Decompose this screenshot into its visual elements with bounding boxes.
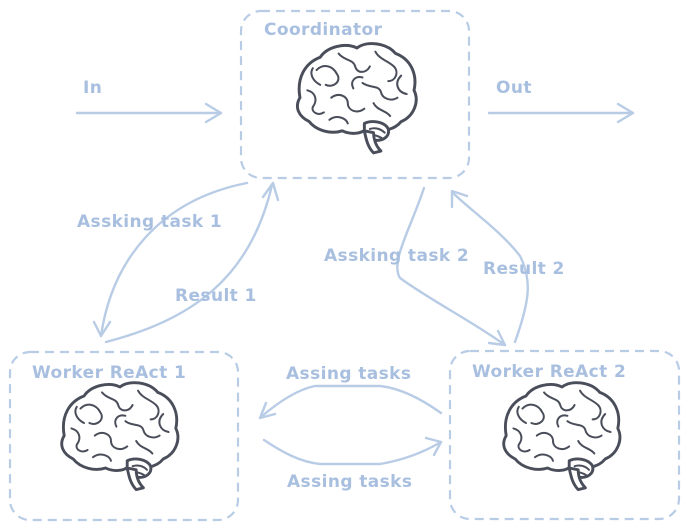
assign-to-worker2-arrow [262, 436, 443, 466]
worker2-node: Worker ReAct 2 [448, 349, 681, 521]
ask-task-1-label: Assking task 1 [77, 212, 222, 232]
result-2-arrow [450, 189, 529, 344]
worker1-box [8, 350, 240, 522]
coordinator-box [239, 9, 471, 180]
coordinator-node: Coordinator [239, 9, 471, 180]
coordinator-title: Coordinator [264, 20, 383, 40]
result-1-arrow [104, 181, 280, 344]
result-2-label: Result 2 [483, 259, 565, 279]
assign-to-worker1-label: Assing tasks [286, 364, 411, 384]
brain-icon [295, 42, 418, 155]
brain-icon [60, 381, 180, 492]
result-1-label: Result 1 [175, 286, 257, 306]
input-arrow [75, 102, 223, 124]
output-label: Out [496, 78, 532, 98]
worker2-box [448, 349, 681, 521]
worker2-title: Worker ReAct 2 [472, 362, 626, 382]
ask-task-2-arrow [396, 186, 507, 347]
ask-task-1-arrow [92, 181, 249, 338]
output-arrow [487, 102, 635, 124]
worker1-node: Worker ReAct 1 [8, 350, 240, 522]
assign-to-worker1-arrow [258, 384, 443, 420]
worker1-title: Worker ReAct 1 [32, 363, 186, 383]
assign-to-worker2-label: Assing tasks [287, 472, 412, 492]
input-label: In [83, 78, 102, 98]
brain-icon [502, 381, 622, 492]
ask-task-2-label: Assking task 2 [324, 246, 469, 266]
